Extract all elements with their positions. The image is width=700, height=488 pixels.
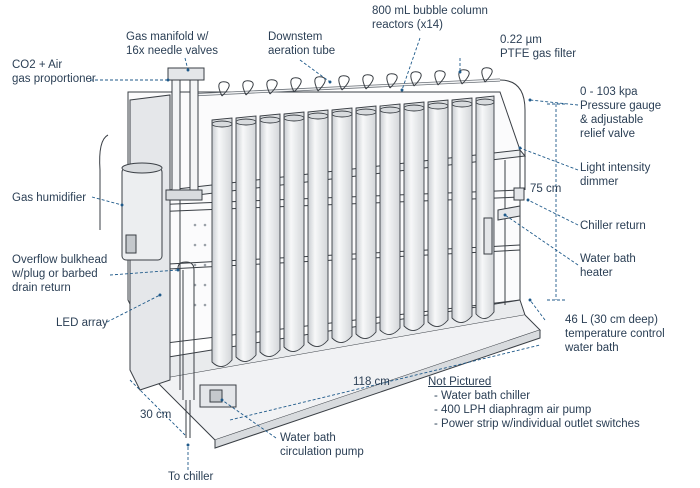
dimension-lines xyxy=(129,103,565,436)
label-to-chiller: To chiller xyxy=(168,471,214,483)
label-gas-manifold: Gas manifold w/16x needle valves xyxy=(126,31,219,57)
not-pictured-item: - 400 LPH diaphragm air pump xyxy=(434,404,592,416)
overflow-pipe xyxy=(177,261,195,400)
label-water-bath-tank: 46 L (30 cm deep)temperature control wat… xyxy=(565,314,665,354)
label-length-dimension: 118 cm xyxy=(353,376,390,388)
label-height-dimension: 75 cm xyxy=(530,183,562,195)
circulation-pump xyxy=(199,384,237,408)
not-pictured-block: Not Pictured - Water bath chiller - 400 … xyxy=(428,375,640,431)
label-gas-humidifier: Gas humidifier xyxy=(12,192,87,204)
leader-lines xyxy=(90,37,579,470)
not-pictured-title: Not Pictured xyxy=(428,376,492,388)
gas-proportioner xyxy=(165,67,205,201)
label-depth-dimension: 30 cm xyxy=(140,409,172,421)
not-pictured-item: - Power strip w/individual outlet switch… xyxy=(434,418,640,430)
gas-manifold xyxy=(189,67,526,190)
chiller-return-pipe xyxy=(483,187,525,255)
label-chiller-return: Chiller return xyxy=(580,220,646,232)
bubble-column-reactors xyxy=(211,95,495,367)
to-chiller-tube xyxy=(185,400,191,438)
label-led-array: LED array xyxy=(56,317,108,329)
gas-humidifier xyxy=(99,134,163,261)
not-pictured-item: - Water bath chiller xyxy=(434,390,531,402)
